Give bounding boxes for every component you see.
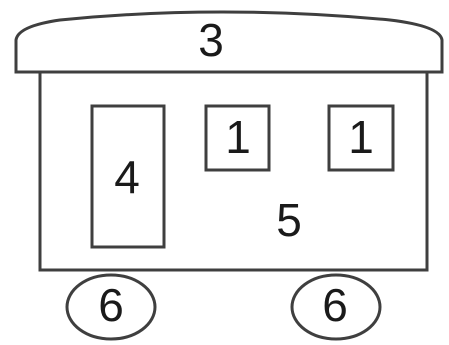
roof-label: 3 [198,14,224,66]
left-wheel-label: 6 [98,279,124,331]
right-window-label: 1 [348,111,374,163]
roof-shape [16,12,442,72]
right-wheel-label: 6 [322,279,348,331]
body-label: 5 [276,194,302,246]
left-window-label: 1 [225,111,251,163]
door-label: 4 [114,151,140,203]
